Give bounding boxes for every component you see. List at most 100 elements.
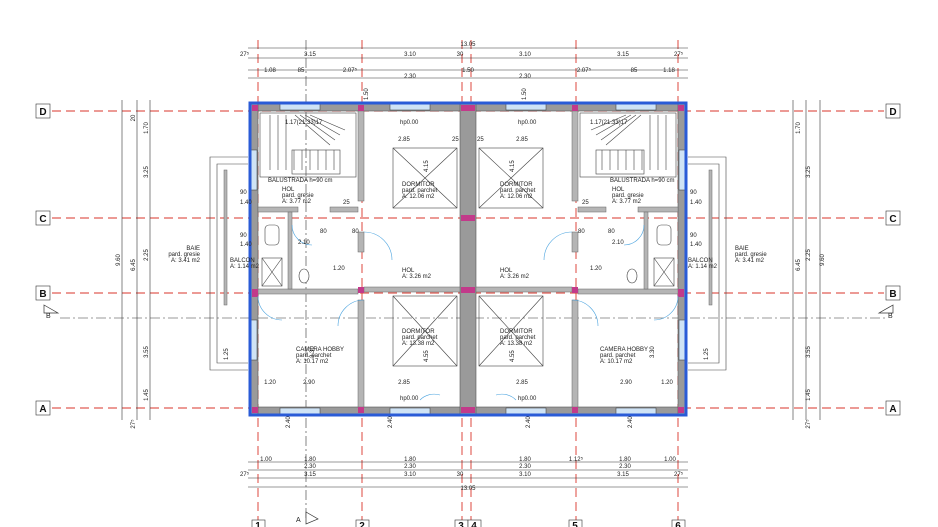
svg-text:2.07⁵: 2.07⁵ (343, 67, 358, 74)
svg-text:80: 80 (320, 229, 327, 235)
svg-text:1.80: 1.80 (619, 457, 631, 463)
inner-dimensions: 2.85 2.85 25 25 2.85 2.85 2.90 2.90 1.20… (224, 88, 710, 428)
svg-text:1.50: 1.50 (522, 88, 528, 100)
svg-text:2.30: 2.30 (519, 464, 531, 470)
section-b-left: B (46, 313, 51, 320)
svg-text:80: 80 (352, 229, 359, 235)
hol-small-left-label: HOL (282, 187, 295, 193)
svg-text:25: 25 (582, 200, 589, 206)
bathroom-fixtures (261, 224, 675, 287)
room-crosses (392, 147, 544, 367)
svg-text:3.25: 3.25 (144, 166, 150, 178)
svg-text:1.70: 1.70 (796, 122, 802, 134)
baie-left-label: BAIE (186, 246, 200, 252)
svg-text:3.30: 3.30 (650, 346, 656, 358)
dormitor-top-right-label: DORMITOR (500, 182, 533, 188)
svg-text:pard. gresie: pard. gresie (735, 252, 767, 258)
svg-text:1.40: 1.40 (240, 200, 252, 206)
svg-text:1.80: 1.80 (404, 457, 416, 463)
svg-text:25: 25 (343, 200, 350, 206)
svg-text:1.40: 1.40 (240, 242, 252, 248)
balustrada-left: BALUSTRADA h=90 cm (268, 178, 333, 184)
svg-text:2.40: 2.40 (388, 416, 394, 428)
svg-text:2.85: 2.85 (398, 380, 410, 386)
stairs-right: 1.17(21.33)17 (579, 112, 677, 178)
svg-text:27⁵: 27⁵ (240, 471, 250, 478)
svg-text:2.90: 2.90 (303, 380, 315, 386)
svg-text:2.40: 2.40 (286, 416, 292, 428)
svg-text:3.10: 3.10 (519, 52, 531, 58)
svg-text:pard. parchet: pard. parchet (500, 335, 536, 341)
balcon-left-label: BALCON (230, 258, 255, 264)
axis-3: 3 (458, 521, 464, 527)
svg-text:1.40: 1.40 (690, 242, 702, 248)
svg-text:30: 30 (457, 52, 464, 58)
axis-labels-bottom: 1 2 3 4 5 6 (251, 519, 686, 527)
doors (257, 224, 679, 401)
svg-text:3.25: 3.25 (806, 166, 812, 178)
svg-text:1.20: 1.20 (661, 380, 673, 386)
svg-text:3.30: 3.30 (310, 346, 316, 358)
svg-text:2.25: 2.25 (144, 249, 150, 261)
level-marks: hp0.00 hp0.00 hp0.00 hp0.00 (400, 120, 537, 402)
hol-right-label: HOL (500, 268, 513, 274)
svg-text:27⁵: 27⁵ (240, 51, 250, 58)
svg-text:1.20: 1.20 (264, 380, 276, 386)
hol-left-label: HOL (402, 268, 415, 274)
svg-text:9.60: 9.60 (116, 254, 122, 266)
svg-text:A: 13.38 m2: A: 13.38 m2 (402, 341, 435, 347)
axis-a-right: A (889, 404, 896, 415)
axis-a-left: A (39, 404, 46, 415)
svg-text:1.20: 1.20 (590, 266, 602, 272)
svg-text:A: 1.14 m2: A: 1.14 m2 (688, 264, 718, 270)
svg-text:27⁵: 27⁵ (674, 471, 684, 478)
svg-text:1.45: 1.45 (144, 389, 150, 401)
svg-text:2.85: 2.85 (516, 137, 528, 143)
svg-text:1.80: 1.80 (304, 457, 316, 463)
svg-text:3.55: 3.55 (144, 346, 150, 358)
svg-text:3.15: 3.15 (617, 52, 629, 58)
svg-text:90: 90 (690, 233, 697, 239)
svg-text:30: 30 (457, 472, 464, 478)
terrace-left (209, 156, 248, 371)
baie-right-label: BAIE (735, 246, 749, 252)
svg-text:2.40: 2.40 (628, 416, 634, 428)
svg-text:3.15: 3.15 (304, 472, 316, 478)
hol-small-right-label: HOL (612, 187, 625, 193)
top-dimensions: 13.05 27⁵ 3.15 3.10 30 3.10 3.15 27⁵ 1.0… (240, 42, 688, 80)
svg-text:3.10: 3.10 (404, 52, 416, 58)
svg-text:27⁵: 27⁵ (674, 51, 684, 58)
svg-text:pard. parchet: pard. parchet (402, 335, 438, 341)
axis-4: 4 (471, 521, 477, 527)
svg-text:27⁵: 27⁵ (805, 419, 812, 429)
stair-note-right: 1.17(21.33)17 (590, 120, 628, 126)
svg-text:80: 80 (578, 229, 585, 235)
svg-text:1.50: 1.50 (462, 68, 474, 74)
stair-note-left: 1.17(21.33)17 (285, 120, 323, 126)
hobby-left-label: CAMERA HOBBY (296, 347, 344, 353)
svg-text:pard. gresie: pard. gresie (612, 193, 644, 199)
axis-c-left: C (39, 214, 46, 225)
svg-text:2.85: 2.85 (516, 380, 528, 386)
axis-5: 5 (572, 521, 578, 527)
axis-1: 1 (255, 521, 261, 527)
svg-text:2.30: 2.30 (304, 464, 316, 470)
svg-text:A: 10.17 m2: A: 10.17 m2 (600, 359, 633, 365)
svg-text:pard. parchet: pard. parchet (402, 188, 438, 194)
svg-text:A: 3.41 m2: A: 3.41 m2 (735, 258, 765, 264)
svg-text:3.10: 3.10 (404, 472, 416, 478)
axis-6: 6 (675, 521, 681, 527)
svg-text:85: 85 (631, 68, 638, 74)
svg-text:1.50: 1.50 (364, 88, 370, 100)
svg-text:1.40: 1.40 (690, 200, 702, 206)
svg-text:90: 90 (240, 190, 247, 196)
axis-d-left: D (39, 107, 46, 118)
svg-text:25: 25 (477, 137, 484, 143)
dormitor-bottom-right-label: DORMITOR (500, 329, 533, 335)
svg-text:1.08: 1.08 (264, 68, 276, 74)
svg-text:A: 13.38 m2: A: 13.38 m2 (500, 341, 533, 347)
svg-text:1.00: 1.00 (664, 457, 676, 463)
svg-text:25: 25 (452, 137, 459, 143)
balustrada-right: BALUSTRADA h=90 cm (610, 178, 675, 184)
